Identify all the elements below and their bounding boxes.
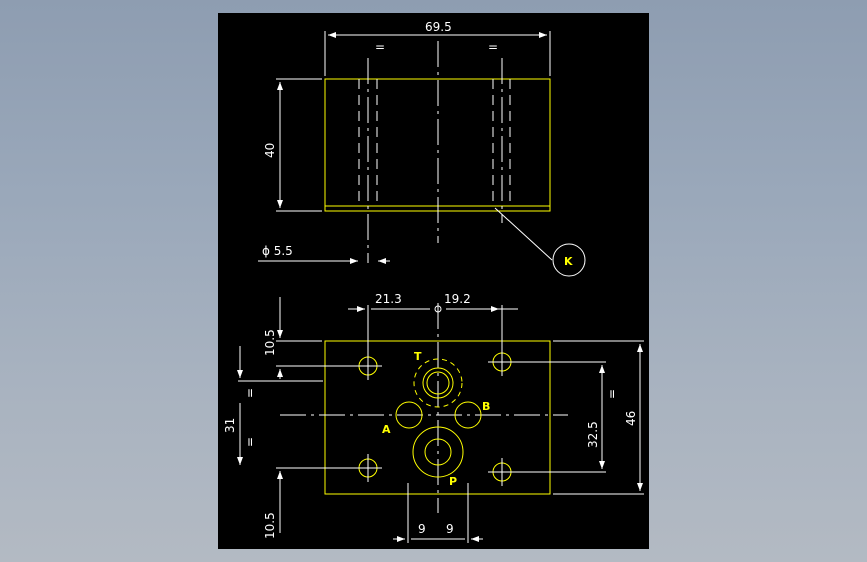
port-a-label: A [382,423,391,436]
port-p-label: P [449,475,457,488]
dim-bottom-right-stack [516,340,644,495]
bottom-view-outline [324,340,551,495]
dim-top-margin-label: 10.5 [263,329,277,356]
dim-right-offset-label: 19.2 [444,292,471,306]
top-view-hidden-holes [358,79,511,206]
port-b [454,401,482,429]
bottom-view-centerlines [280,303,568,513]
dim-hole-diameter-label: ϕ 5.5 [262,244,293,258]
cad-drawing-canvas: 69.5 = = 40 ϕ 5.5 K [218,13,649,549]
top-view-centerlines [367,41,503,263]
dim-top-height [276,78,322,212]
port-a [395,401,423,429]
port-t-inner [426,371,450,395]
top-view: 69.5 = = 40 ϕ 5.5 K [258,20,586,277]
dim-bottom-top-offsets [348,305,518,353]
dim-left-offset-label: 21.3 [375,292,402,306]
dim-span-right-label: 32.5 [586,421,600,448]
dim-p-right-label: 9 [446,522,454,536]
equal-mark-left: = [375,40,385,54]
callout-leader [494,207,553,261]
dim-top-height-label: 40 [263,143,277,158]
bottom-view: T A B P 21.3 19.2 10.5 31 [223,292,644,543]
callout-label: K [564,255,573,268]
cad-drawing-svg: 69.5 = = 40 ϕ 5.5 K [223,20,644,543]
port-b-label: B [482,400,490,413]
callout-bubble [552,243,586,277]
dim-bottom-p-offsets [393,483,483,543]
equal-mark-b: = [243,437,257,447]
dim-bottom-height-label: 46 [624,411,638,426]
port-t-outer [422,367,454,399]
mounting-hole-crosshairs [354,348,516,486]
equal-mark-right: = [488,40,498,54]
port-t-label: T [414,350,422,363]
dim-span-left-label: 31 [223,418,237,433]
equal-mark-c: = [605,389,619,399]
dim-p-left-label: 9 [418,522,426,536]
dim-bottom-margin-label: 10.5 [263,512,277,539]
port-p-inner [424,438,452,466]
port-p-outer [412,426,464,478]
dim-top-width-label: 69.5 [425,20,452,34]
dim-bottom-left-stack [237,297,358,533]
port-t-dashed-ring [413,358,463,408]
dim-top-width [324,31,551,76]
equal-mark-a: = [243,388,257,398]
